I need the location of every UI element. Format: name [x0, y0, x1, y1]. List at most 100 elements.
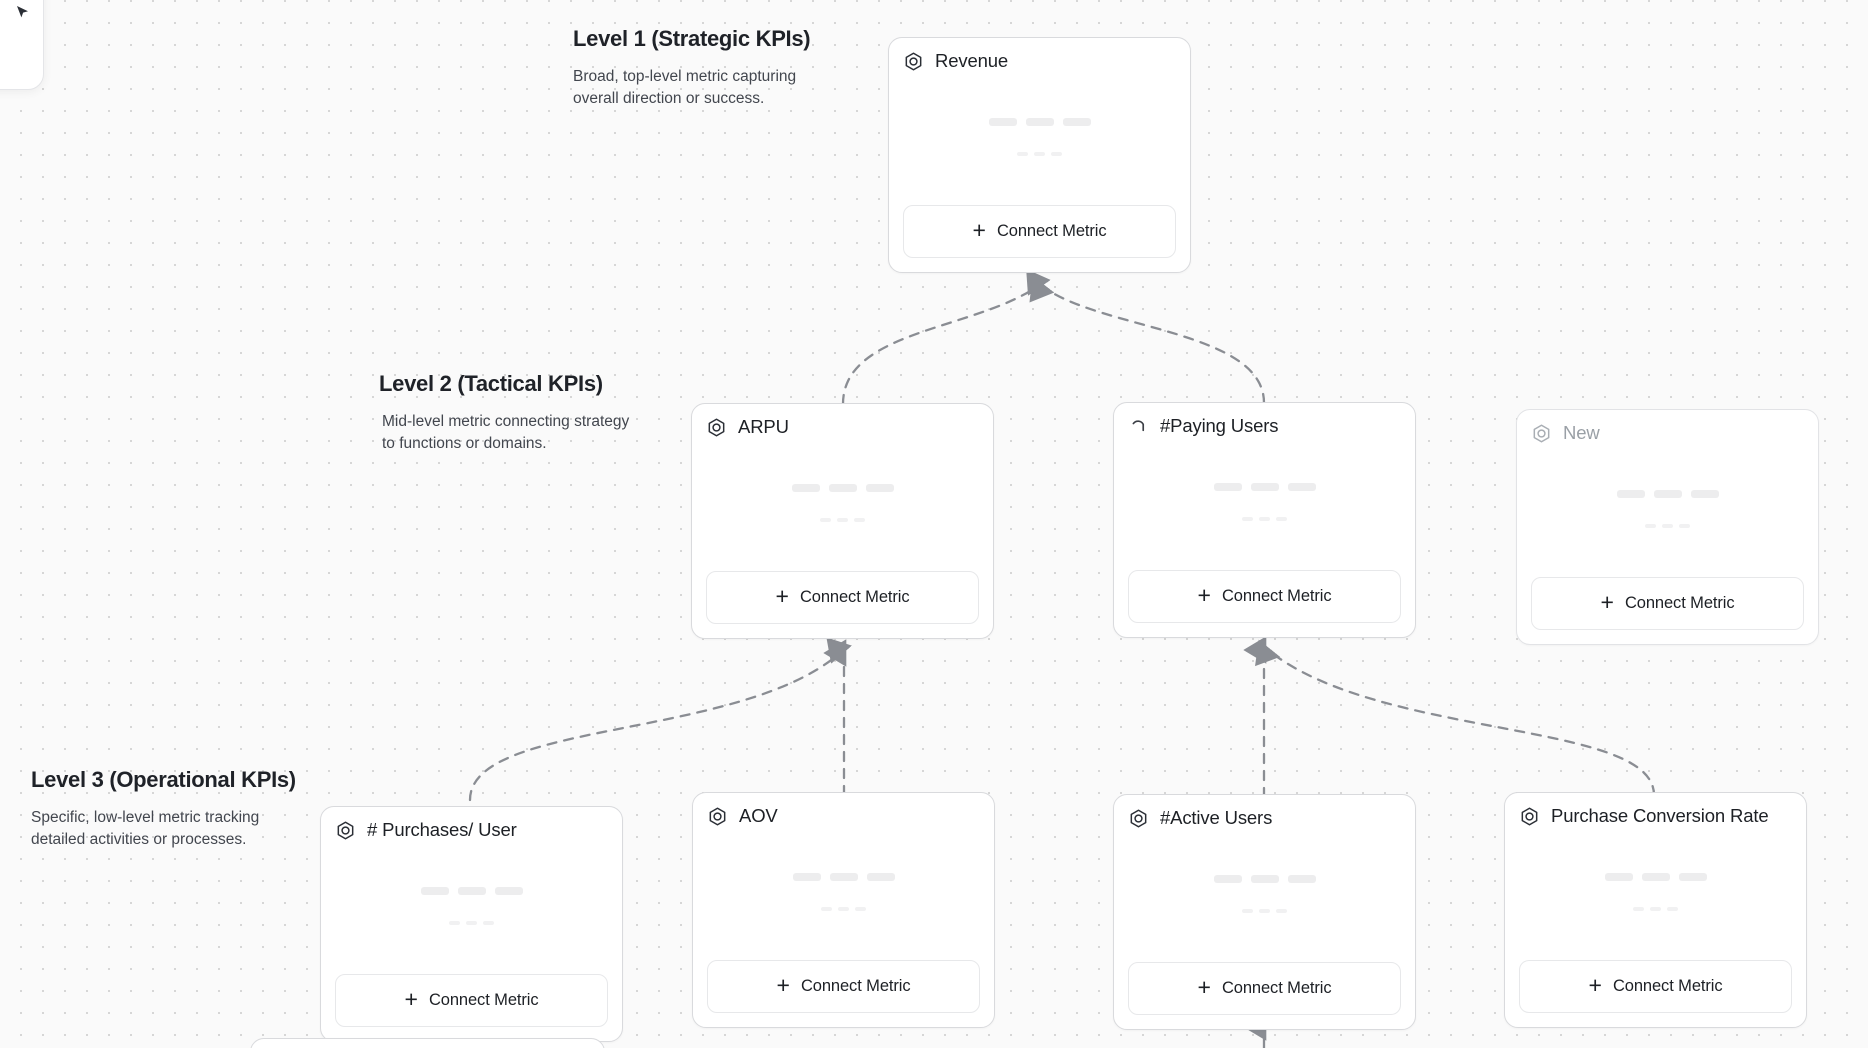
card-skeleton-body [707, 827, 980, 960]
metric-card-new[interactable]: New + Connect Metric [1516, 409, 1819, 645]
card-title: # Purchases/ User [367, 819, 517, 841]
connect-metric-label: Connect Metric [1221, 979, 1332, 997]
skeleton-row-primary [420, 886, 523, 895]
connect-metric-label: Connect Metric [428, 991, 539, 1009]
connect-metric-button[interactable]: + Connect Metric [1128, 570, 1401, 623]
level-1-title: Level 1 (Strategic KPIs) [573, 26, 811, 51]
card-header: AOV [707, 806, 980, 827]
skeleton-bar [1633, 906, 1644, 911]
metric-hexagon-icon [903, 51, 924, 72]
card-skeleton-body [1128, 437, 1401, 570]
skeleton-bar [1276, 908, 1287, 913]
offscreen-panel-top-left[interactable] [0, 0, 44, 90]
connect-metric-button[interactable]: + Connect Metric [706, 571, 979, 624]
metric-card-active-users[interactable]: #Active Users + Connect Metric [1113, 794, 1416, 1030]
connect-metric-label: Connect Metric [799, 588, 910, 606]
skeleton-bar [1604, 872, 1633, 881]
metric-card-purchase-conversion-rate[interactable]: Purchase Conversion Rate + Connect Metri… [1504, 792, 1807, 1028]
card-title: Revenue [935, 50, 1009, 72]
card-skeleton-body [1519, 827, 1792, 960]
metric-card-purchases-per-user[interactable]: # Purchases/ User + Connect Metric [320, 806, 623, 1042]
card-header: New [1531, 423, 1804, 444]
edge-conv-rate-paying-users [1255, 639, 1656, 797]
connect-metric-button[interactable]: + Connect Metric [707, 960, 980, 1013]
skeleton-bar [837, 517, 848, 522]
skeleton-row-primary [1213, 874, 1316, 883]
plus-icon: + [972, 217, 986, 243]
card-skeleton-body [706, 438, 979, 571]
plus-icon: + [1197, 974, 1211, 1000]
skeleton-bar [1641, 872, 1670, 881]
skeleton-bar [865, 483, 894, 492]
edge-arpu-revenue [841, 269, 1051, 406]
plus-icon: + [775, 583, 789, 609]
level-3-title: Level 3 (Operational KPIs) [31, 767, 296, 792]
skeleton-bar [791, 483, 820, 492]
card-skeleton-body [903, 72, 1176, 205]
plus-icon: + [776, 972, 790, 998]
card-header: #Active Users [1128, 808, 1401, 829]
card-header: #Paying Users [1128, 416, 1401, 437]
edge-purchases-arpu [468, 637, 852, 802]
connect-metric-button[interactable]: + Connect Metric [1519, 960, 1792, 1013]
loading-spinner-icon [1128, 416, 1149, 437]
level-3-label-group: Level 3 (Operational KPIs) Specific, low… [31, 767, 296, 852]
skeleton-bar [1259, 908, 1270, 913]
skeleton-bar [1653, 489, 1682, 498]
card-skeleton-body [335, 841, 608, 974]
level-2-title: Level 2 (Tactical KPIs) [379, 371, 603, 396]
card-header: Revenue [903, 51, 1176, 72]
connect-metric-button[interactable]: + Connect Metric [1531, 577, 1804, 630]
skeleton-row-secondary [820, 517, 865, 522]
card-skeleton-body [1531, 444, 1804, 577]
metric-hexagon-icon [335, 820, 356, 841]
card-skeleton-body [1128, 829, 1401, 962]
skeleton-bar [838, 906, 849, 911]
skeleton-row-secondary [1017, 151, 1062, 156]
metric-hexagon-icon [1128, 808, 1149, 829]
connect-metric-button[interactable]: + Connect Metric [1128, 962, 1401, 1015]
skeleton-bar [1242, 908, 1253, 913]
skeleton-bar [449, 920, 460, 925]
skeleton-bar [420, 886, 449, 895]
skeleton-row-secondary [1645, 523, 1690, 528]
skeleton-bar [866, 872, 895, 881]
metric-card-aov[interactable]: AOV + Connect Metric [692, 792, 995, 1028]
skeleton-bar [1276, 516, 1287, 521]
card-title: #Active Users [1160, 807, 1273, 829]
skeleton-row-primary [988, 117, 1091, 126]
skeleton-bar [457, 886, 486, 895]
skeleton-bar [1678, 872, 1707, 881]
skeleton-bar [1051, 151, 1062, 156]
metric-card-revenue[interactable]: Revenue + Connect Metric [888, 37, 1191, 273]
skeleton-row-primary [791, 483, 894, 492]
metric-card-paying-users[interactable]: #Paying Users + Connect Metric [1113, 402, 1416, 638]
skeleton-bar [1025, 117, 1054, 126]
skeleton-bar [829, 872, 858, 881]
skeleton-bar [1667, 906, 1678, 911]
skeleton-bar [1662, 523, 1673, 528]
connect-metric-label: Connect Metric [1221, 587, 1332, 605]
metric-card-offscreen-bottom[interactable] [250, 1038, 605, 1048]
edge-paying-users-revenue [1029, 275, 1266, 405]
skeleton-bar [988, 117, 1017, 126]
skeleton-bar [1287, 482, 1316, 491]
connect-metric-button[interactable]: + Connect Metric [335, 974, 608, 1027]
card-header: # Purchases/ User [335, 820, 608, 841]
card-title: #Paying Users [1160, 415, 1279, 437]
skeleton-bar [1259, 516, 1270, 521]
skeleton-bar [466, 920, 477, 925]
connect-metric-button[interactable]: + Connect Metric [903, 205, 1176, 258]
card-title: AOV [739, 805, 778, 827]
metric-hexagon-icon [706, 417, 727, 438]
skeleton-bar [1690, 489, 1719, 498]
skeleton-bar [1650, 906, 1661, 911]
skeleton-bar [1250, 482, 1279, 491]
plus-icon: + [1197, 582, 1211, 608]
skeleton-row-secondary [821, 906, 866, 911]
metric-card-arpu[interactable]: ARPU + Connect Metric [691, 403, 994, 639]
skeleton-bar [1242, 516, 1253, 521]
skeleton-row-primary [1616, 489, 1719, 498]
skeleton-bar [828, 483, 857, 492]
